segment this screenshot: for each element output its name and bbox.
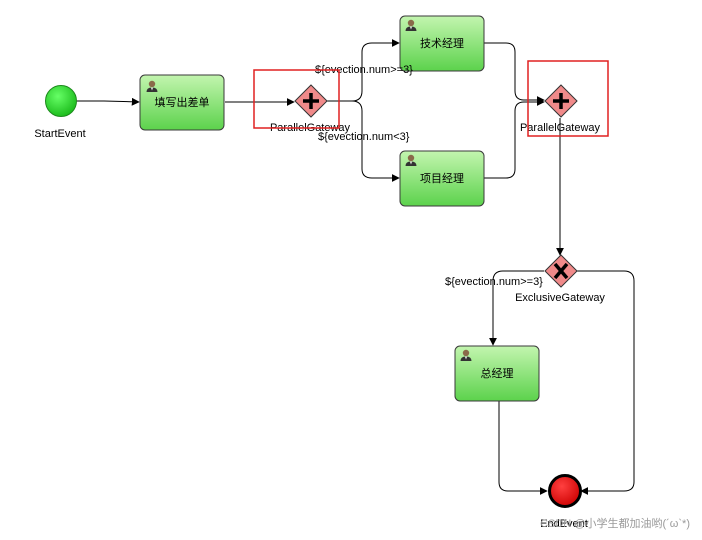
sequence-flows — [77, 39, 635, 495]
condition-num-ge-3-lower: ${evection.num>=3} — [445, 276, 543, 288]
flow-exclusive-to-general — [489, 270, 544, 346]
task-general-manager-label: 总经理 — [481, 366, 514, 380]
start-event-label: StartEvent — [34, 128, 85, 140]
task-tech-manager-label: 技术经理 — [420, 37, 464, 50]
flow-split-to-tech — [327, 39, 400, 102]
flow-project-to-join — [484, 98, 545, 179]
task-tech-manager[interactable]: 技术经理 — [399, 15, 485, 72]
x-icon — [553, 262, 569, 280]
task-fill-trip-form[interactable]: 填写出差单 — [139, 74, 225, 131]
condition-num-lt-3: ${evection.num<3} — [318, 131, 410, 143]
plus-icon — [553, 93, 569, 109]
start-event[interactable] — [45, 85, 77, 117]
end-event[interactable] — [548, 474, 582, 508]
end-event-label: EndEvent — [540, 518, 588, 530]
flow-start-to-fill — [77, 97, 140, 106]
task-fill-trip-label: 填写出差单 — [155, 95, 210, 109]
highlight-box-join — [527, 60, 609, 137]
exclusive-gateway[interactable] — [544, 254, 578, 288]
flow-exclusive-to-end — [577, 270, 635, 495]
parallel-gateway-join-label: ParallelGateway — [520, 122, 601, 134]
watermark: CSDN @小学生都加油哟(´ω`*) — [540, 516, 690, 530]
parallel-gateway-split[interactable] — [294, 84, 328, 118]
task-general-manager[interactable]: 总经理 — [454, 345, 540, 402]
flow-tech-to-join — [484, 42, 545, 104]
highlight-box-split — [253, 69, 340, 129]
task-project-manager-label: 项目经理 — [420, 172, 464, 185]
task-project-manager[interactable]: 项目经理 — [399, 150, 485, 207]
plus-icon — [303, 93, 319, 109]
parallel-gateway-join[interactable] — [544, 84, 578, 118]
exclusive-gateway-label: ExclusiveGateway — [515, 292, 605, 304]
flow-split-to-project — [327, 100, 400, 182]
flow-general-to-end — [498, 401, 548, 495]
